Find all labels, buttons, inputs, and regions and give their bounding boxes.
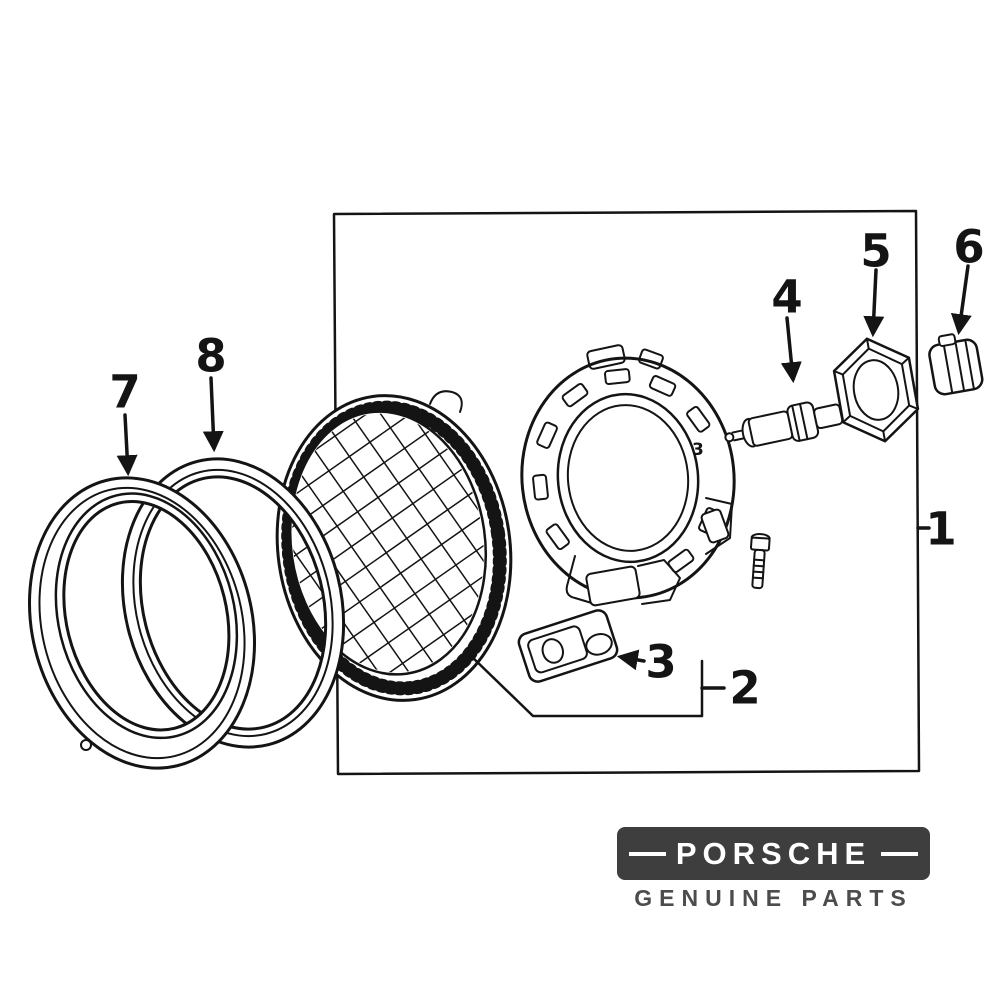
leader-3: [616, 649, 646, 671]
callout-4: 4: [771, 270, 803, 324]
callout-3: 3: [645, 635, 677, 689]
leader-8: [202, 376, 224, 453]
genuine-parts-text: GENUINE PARTS: [634, 885, 913, 911]
part-housing: 3: [520, 344, 736, 607]
porsche-logo-text: PORSCHE: [675, 835, 872, 871]
part-7-trim-ring: [28, 476, 256, 770]
part-8-seal-ring: [120, 457, 346, 749]
leader-lines: [116, 264, 972, 718]
part-3-retainer: [517, 609, 619, 683]
part-screw: [749, 533, 771, 590]
callout-1: 1: [925, 502, 957, 556]
logo-line-right: [881, 851, 918, 856]
logo-line-left: [629, 851, 666, 856]
porsche-logo: PORSCHE: [617, 827, 930, 880]
leader-7: [116, 413, 138, 477]
part-6-connector: [928, 333, 984, 396]
housing-mark: 3: [692, 440, 704, 460]
leader-6: [950, 264, 972, 336]
callout-6: 6: [953, 220, 985, 274]
callout-2: 2: [729, 661, 761, 715]
callout-7: 7: [109, 365, 141, 419]
part-5-retaining-ring: [832, 337, 920, 443]
leader-4: [780, 316, 802, 384]
leader-5: [863, 268, 885, 338]
callout-8: 8: [195, 329, 227, 383]
part-4-bulb: [724, 401, 855, 448]
callout-5: 5: [860, 224, 892, 278]
